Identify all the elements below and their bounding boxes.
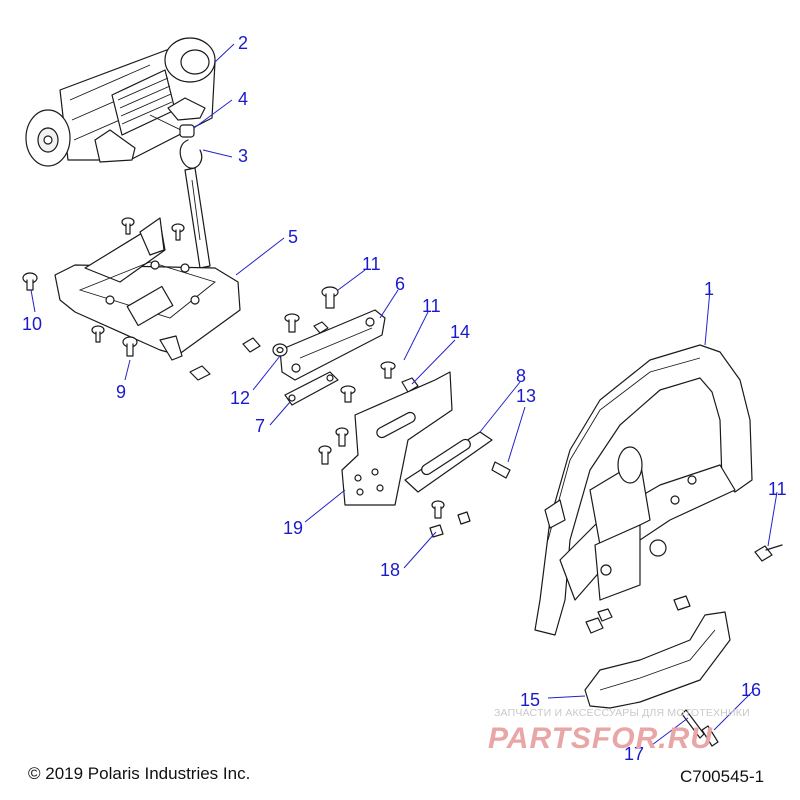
callout-labels: 1 2 3 4 5 6 7 8 9 10 11 11 11 12 13 14 1… bbox=[22, 33, 787, 764]
skid-guard-15 bbox=[584, 611, 731, 709]
callout-3: 3 bbox=[238, 146, 248, 166]
front-bumper bbox=[534, 344, 753, 636]
bolt-10 bbox=[22, 272, 38, 291]
bolt bbox=[340, 385, 356, 403]
leader-lines bbox=[30, 43, 778, 746]
callout-19: 19 bbox=[283, 518, 303, 538]
fasteners bbox=[318, 427, 349, 465]
callout-1: 1 bbox=[704, 279, 714, 299]
watermark: ЗАПЧАСТИ И АКСЕССУАРЫ ДЛЯ МОТОТЕХНИКИ PA… bbox=[488, 707, 750, 755]
washer-12 bbox=[272, 343, 288, 357]
callout-11-top: 11 bbox=[362, 254, 381, 274]
copyright-notice: © 2019 Polaris Industries Inc. bbox=[28, 764, 250, 783]
bolt bbox=[284, 313, 300, 333]
bolts-18 bbox=[429, 500, 471, 538]
callout-4: 4 bbox=[238, 89, 248, 109]
bolt-9 bbox=[122, 336, 138, 357]
winch-hook bbox=[179, 139, 211, 269]
callout-18: 18 bbox=[380, 560, 400, 580]
fairlead-8 bbox=[404, 431, 493, 493]
callout-13: 13 bbox=[516, 386, 536, 406]
bolt-11 bbox=[321, 286, 339, 309]
fastener bbox=[91, 325, 105, 343]
plate-7 bbox=[284, 371, 339, 406]
fastener bbox=[242, 337, 261, 353]
fastener bbox=[189, 365, 211, 381]
watermark-tagline: ЗАПЧАСТИ И АКСЕССУАРЫ ДЛЯ МОТОТЕХНИКИ bbox=[494, 707, 750, 719]
callout-17: 17 bbox=[624, 744, 644, 764]
fastener bbox=[171, 223, 185, 241]
winch-assembly bbox=[25, 37, 216, 167]
callout-2: 2 bbox=[238, 33, 248, 53]
diagram-code: C700545-1 bbox=[680, 767, 764, 786]
callout-15: 15 bbox=[520, 690, 540, 710]
bracket-6 bbox=[279, 309, 386, 381]
bolt bbox=[380, 361, 396, 379]
callout-11-middle: 11 bbox=[422, 296, 441, 316]
bolt-11 bbox=[754, 544, 783, 562]
callout-11-right: 11 bbox=[768, 479, 787, 499]
watermark-brand: PARTSFOR.RU bbox=[488, 722, 713, 755]
winch-rope bbox=[149, 114, 195, 138]
nut bbox=[313, 321, 329, 334]
callout-9: 9 bbox=[116, 382, 126, 402]
callout-16: 16 bbox=[741, 680, 761, 700]
callout-5: 5 bbox=[288, 227, 298, 247]
pin-16 bbox=[701, 725, 719, 747]
callout-14: 14 bbox=[450, 322, 470, 342]
callout-12: 12 bbox=[230, 388, 250, 408]
callout-7: 7 bbox=[255, 416, 265, 436]
clip-17 bbox=[681, 709, 705, 739]
callout-10: 10 bbox=[22, 314, 42, 334]
callout-8: 8 bbox=[516, 366, 526, 386]
fairlead-mount-19 bbox=[341, 371, 453, 506]
winch-mount-plate bbox=[54, 217, 241, 361]
fastener bbox=[121, 217, 135, 235]
callout-6: 6 bbox=[395, 274, 405, 294]
bolt-13 bbox=[491, 461, 511, 479]
nuts bbox=[585, 595, 691, 634]
